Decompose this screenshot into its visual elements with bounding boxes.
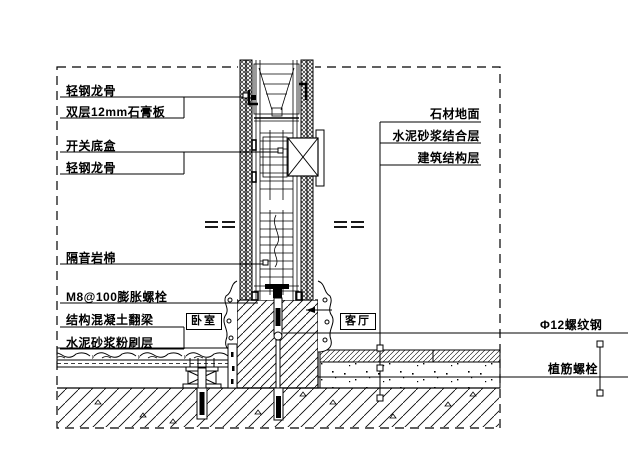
label-stone-floor: 石材地面: [429, 107, 480, 121]
aggregate-triangles: [94, 391, 477, 424]
expansion-bolt-arrow: [306, 307, 332, 313]
gypsum-board-right-outer: [306, 59, 314, 301]
label-double-gypsum-board: 双层12mm石膏板: [66, 105, 166, 119]
switch-box: [287, 129, 325, 187]
label-threaded-steel: Φ12螺纹钢: [540, 318, 603, 332]
skirting-strip: [227, 343, 238, 389]
label-planted-bolt: 植筋螺栓: [548, 362, 599, 376]
plaster-edge-right: [317, 280, 334, 353]
right-floor-layers: [319, 349, 501, 389]
label-light-steel-keel-mid: 轻钢龙骨: [66, 161, 117, 175]
label-concrete-beam: 结构混凝土翻梁: [66, 313, 154, 327]
room-tag-bedroom: 卧室: [186, 313, 222, 330]
room-tag-living-room: 客厅: [340, 313, 376, 330]
plaster-edge-left: [223, 280, 238, 353]
label-rock-wool: 隔音岩棉: [66, 251, 117, 265]
label-expansion-bolt: M8@100膨胀螺栓: [66, 290, 168, 304]
label-mortar-bonding-layer: 水泥砂浆结合层: [392, 129, 480, 143]
label-switch-box: 开关底盒: [66, 139, 117, 153]
threaded-rod: [265, 284, 289, 421]
label-building-structure: 建筑结构层: [417, 151, 480, 165]
label-cement-plaster: 水泥砂浆粉刷层: [66, 336, 154, 350]
dashed-border: [56, 66, 501, 429]
break-squiggle: [274, 214, 279, 268]
leader-lines-left: [60, 92, 284, 350]
partition-wall: [238, 59, 325, 301]
pedestal-anchor-bolt: [196, 367, 208, 420]
leader-lines-right: [283, 121, 628, 402]
wall-break-marks: [205, 221, 364, 228]
label-light-steel-keel-top: 轻钢龙骨: [66, 84, 117, 98]
